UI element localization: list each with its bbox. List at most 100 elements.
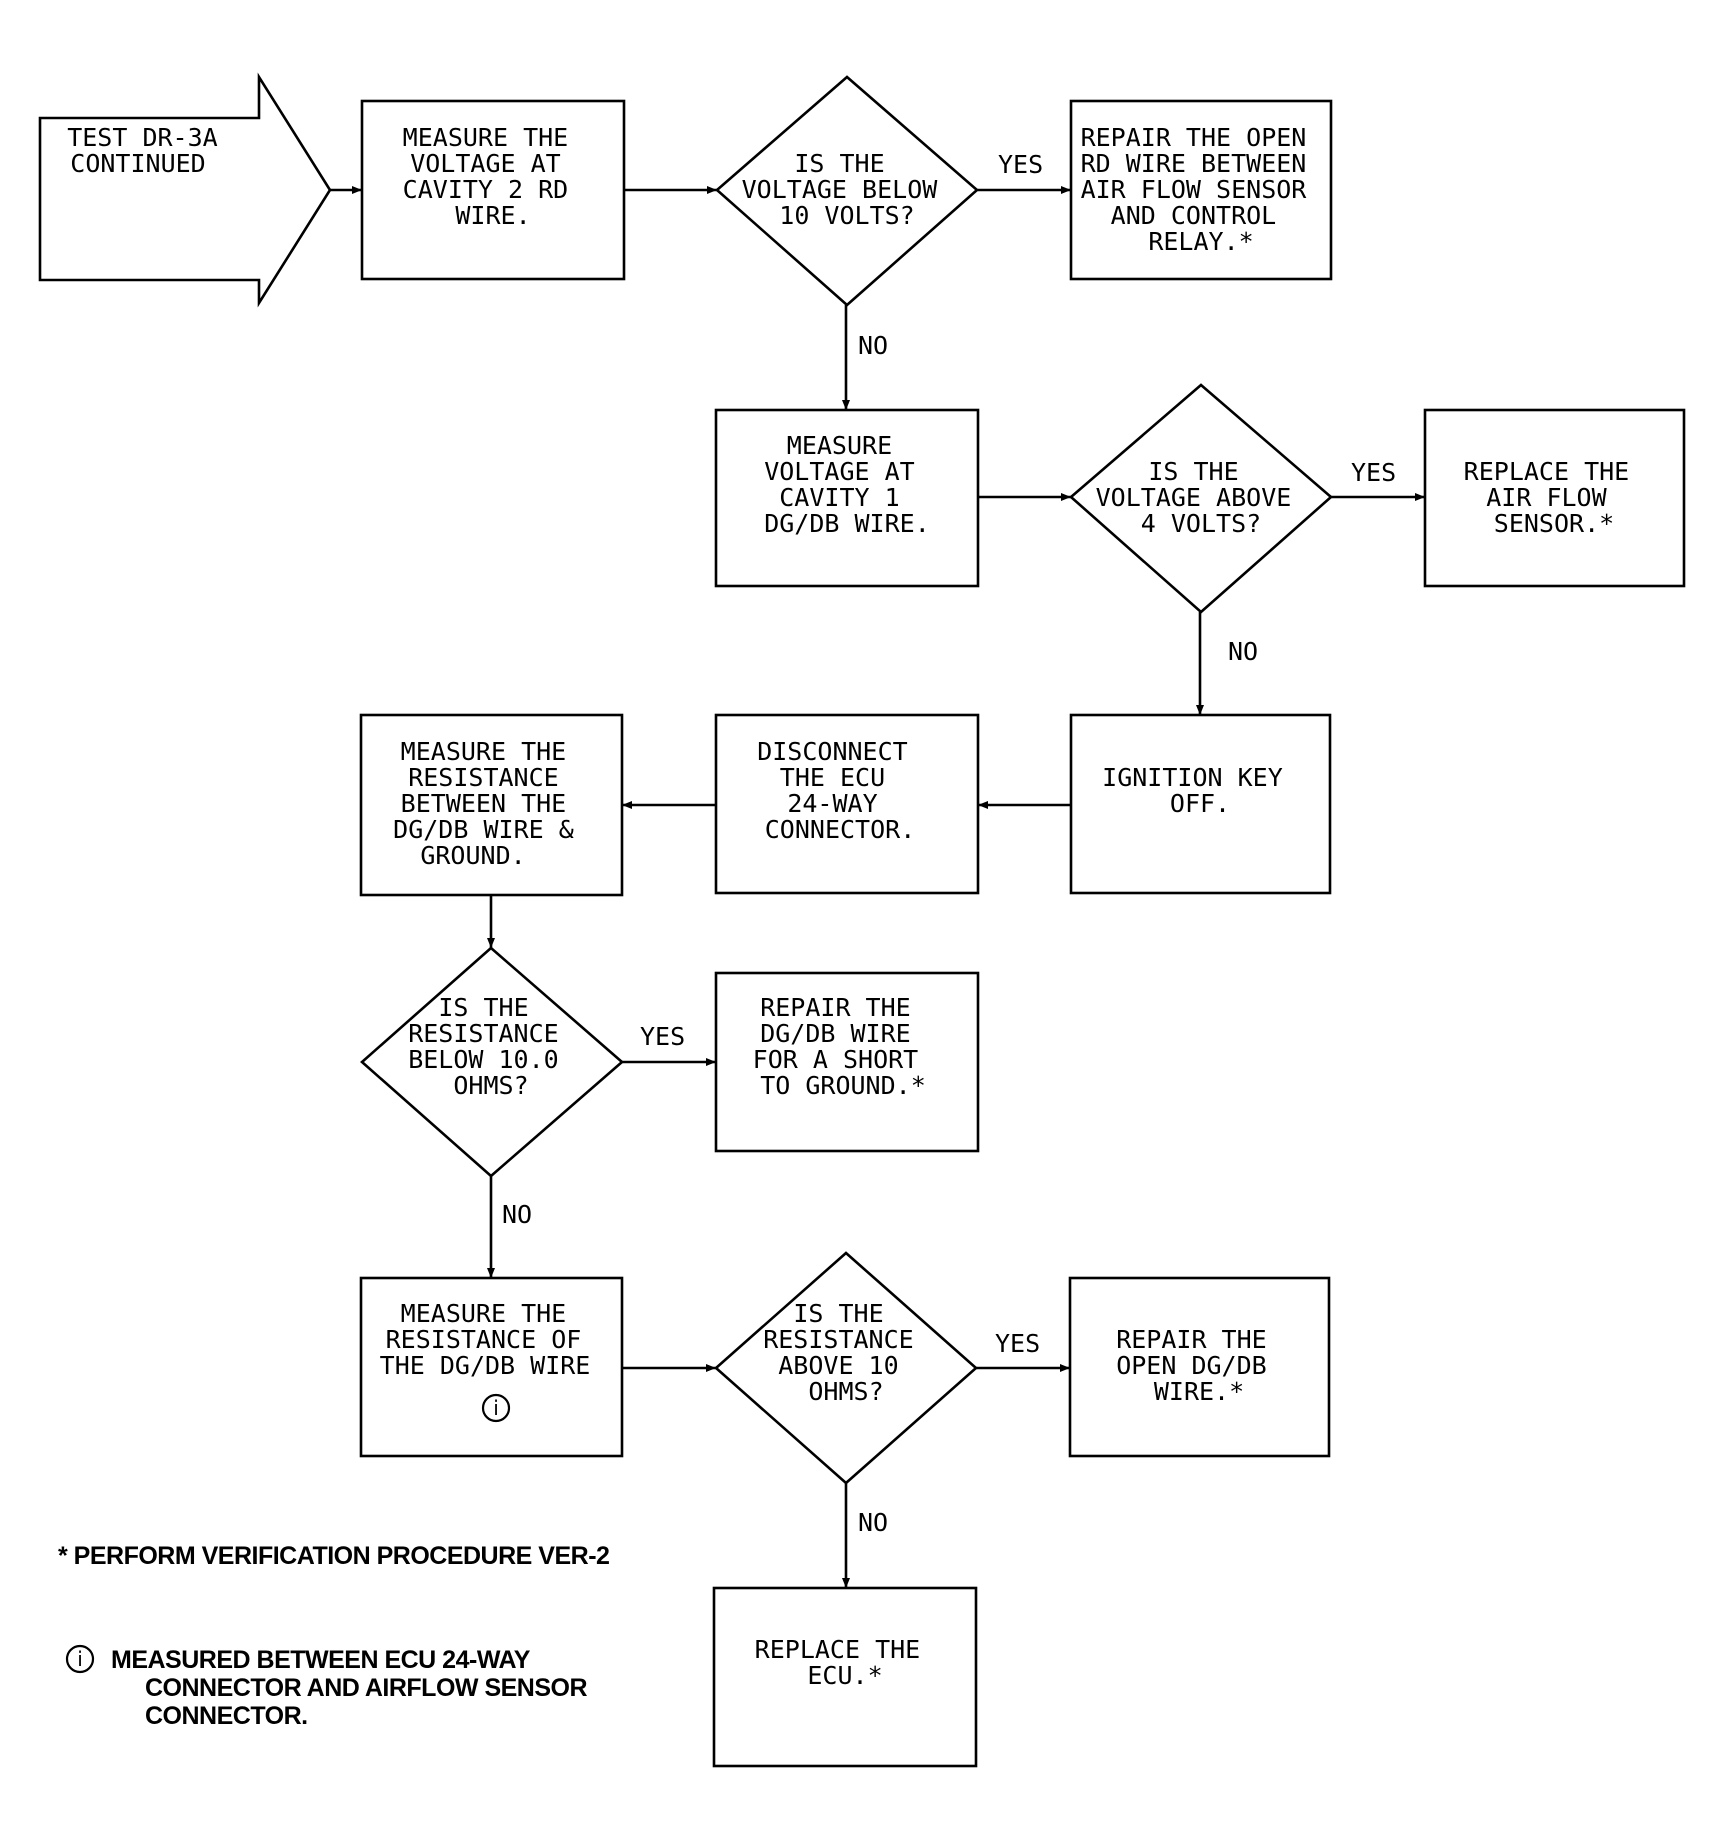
process-box-label: REPAIR THE DG/DB WIRE FOR A SHORT TO GRO… (753, 993, 934, 1100)
process-box-shape (1069, 713, 1332, 895)
node-line: RESISTANCE OF (386, 1325, 582, 1354)
node-line: RESISTANCE (408, 1019, 559, 1048)
node-line: MEASURE THE (401, 1299, 567, 1328)
node-line: REPAIR THE (1116, 1325, 1267, 1354)
footnote-marker-icon: i (481, 1393, 511, 1423)
process-box-shape (1423, 408, 1686, 588)
q-above-10ohm-diamond: IS THE RESISTANCE ABOVE 10 OHMS? (714, 1251, 978, 1485)
process-box-shape (359, 1276, 624, 1458)
measure-res-wire-box: MEASURE THE RESISTANCE OF THE DG/DB WIRE… (359, 1276, 624, 1458)
node-line: REPAIR THE (760, 993, 911, 1022)
measure-res-ground-box: MEASURE THE RESISTANCE BETWEEN THE DG/DB… (359, 713, 624, 897)
edge-labels: YES NO YES NO YES NO YES NO (502, 150, 1396, 1537)
decision-diamond-shape (714, 1251, 978, 1485)
start-label: TEST DR-3A CONTINUED (67, 123, 233, 178)
node-line: VOLTAGE ABOVE (1096, 483, 1292, 512)
node-line: IGNITION KEY (1102, 763, 1283, 792)
node-line: DG/DB WIRE (760, 1019, 911, 1048)
marker-circle (65, 1644, 95, 1674)
node-line: OHMS? (453, 1071, 528, 1100)
node-line: IS THE (1148, 457, 1238, 486)
q-below-10v-diamond: IS THE VOLTAGE BELOW 10 VOLTS? (715, 75, 979, 307)
process-box-shape (712, 1586, 978, 1768)
decision-diamond-label: IS THE RESISTANCE BELOW 10.0 OHMS? (408, 993, 574, 1100)
disconnect-ecu-box: DISCONNECT THE ECU 24-WAY CONNECTOR. (714, 713, 980, 895)
decision-diamond-label: IS THE VOLTAGE BELOW 10 VOLTS? (742, 149, 953, 230)
node-line: RESISTANCE (763, 1325, 914, 1354)
edge-label-yes: YES (640, 1022, 685, 1051)
node-line: WIRE. (455, 201, 530, 230)
footnote-line: CONNECTOR. (145, 1702, 308, 1730)
node-line: 10 VOLTS? (779, 201, 914, 230)
node-line: RESISTANCE (408, 763, 559, 792)
node-line: CONNECTOR. (765, 815, 916, 844)
process-box-shape (1068, 1276, 1331, 1458)
notes: * PERFORM VERIFICATION PROCEDURE VER-2 i… (58, 1542, 610, 1730)
process-box-shape (1069, 99, 1333, 281)
marker-letter: i (77, 1647, 83, 1671)
node-line: RD WIRE BETWEEN (1081, 149, 1307, 178)
edge-label-yes: YES (998, 150, 1043, 179)
node-line: IS THE (794, 149, 884, 178)
process-box-label: REPAIR THE OPEN DG/DB WIRE.* (1116, 1325, 1282, 1406)
edge-label-no: NO (502, 1200, 532, 1229)
footnote-marker-icon: i (65, 1644, 95, 1674)
start-arrow-shape (38, 72, 332, 308)
node-line: DISCONNECT (757, 737, 908, 766)
footnote-line: CONNECTOR AND AIRFLOW SENSOR (145, 1674, 587, 1702)
node-line: BELOW 10.0 (408, 1045, 559, 1074)
node-line: MEASURE (787, 431, 892, 460)
node-line: GROUND. (420, 841, 525, 870)
process-box-shape (714, 713, 980, 895)
node-line: AIR FLOW (1486, 483, 1607, 512)
measure-cavity2-box: MEASURE THE VOLTAGE AT CAVITY 2 RD WIRE. (360, 99, 626, 281)
measure-cavity1-box: MEASURE VOLTAGE AT CAVITY 1 DG/DB WIRE. (714, 408, 980, 588)
node-line: OPEN DG/DB (1116, 1351, 1267, 1380)
process-box-label: REPLACE THE AIR FLOW SENSOR.* (1464, 457, 1645, 538)
edge-label-no: NO (1228, 637, 1258, 666)
process-box-shape (359, 713, 624, 897)
node-line: SENSOR.* (1494, 509, 1614, 538)
q-below-10ohm-diamond: IS THE RESISTANCE BELOW 10.0 OHMS? (360, 946, 624, 1178)
decision-diamond-shape (360, 946, 624, 1178)
q-above-4v-diamond: IS THE VOLTAGE ABOVE 4 VOLTS? (1069, 383, 1333, 614)
footnote-line: MEASURED BETWEEN ECU 24-WAY (111, 1646, 531, 1674)
node-line: IS THE (438, 993, 528, 1022)
node-line: FOR A SHORT (753, 1045, 919, 1074)
connectors (330, 186, 1425, 1588)
process-box-label: MEASURE VOLTAGE AT CAVITY 1 DG/DB WIRE. (764, 431, 930, 538)
edge-label-yes: YES (995, 1329, 1040, 1358)
node-line: WIRE.* (1154, 1377, 1244, 1406)
node-line: IS THE (793, 1299, 883, 1328)
process-box-label: MEASURE THE VOLTAGE AT CAVITY 2 RD WIRE. (403, 123, 584, 230)
node-line: MEASURE THE (401, 737, 567, 766)
footnote-text: MEASURED BETWEEN ECU 24-WAY CONNECTOR AN… (111, 1646, 593, 1730)
process-box-label: DISCONNECT THE ECU 24-WAY CONNECTOR. (757, 737, 923, 844)
node-line: RELAY.* (1148, 227, 1253, 256)
decision-diamond-label: IS THE RESISTANCE ABOVE 10 OHMS? (763, 1299, 929, 1406)
replace-airflow-box: REPLACE THE AIR FLOW SENSOR.* (1423, 408, 1686, 588)
edge-label-no: NO (858, 1508, 888, 1537)
ignition-off-box: IGNITION KEY OFF. (1069, 713, 1332, 895)
verification-note: * PERFORM VERIFICATION PROCEDURE VER-2 (58, 1542, 609, 1570)
node-line: ECU.* (807, 1661, 882, 1690)
edge-label-no: NO (858, 331, 888, 360)
node-line: 24-WAY (787, 789, 877, 818)
decision-diamond-label: IS THE VOLTAGE ABOVE 4 VOLTS? (1096, 457, 1307, 538)
node-line: CAVITY 1 (779, 483, 899, 512)
node-line: MEASURE THE (403, 123, 569, 152)
process-box-label: REPLACE THE ECU.* (755, 1635, 936, 1690)
node-line: ABOVE 10 (778, 1351, 898, 1380)
node-line: VOLTAGE BELOW (742, 175, 939, 204)
node-line: DG/DB WIRE. (764, 509, 930, 538)
node-line: AND CONTROL (1111, 201, 1277, 230)
repair-short-box: REPAIR THE DG/DB WIRE FOR A SHORT TO GRO… (714, 971, 980, 1153)
node-line: TEST DR-3A (67, 123, 218, 152)
decision-diamond-shape (1069, 383, 1333, 614)
marker-circle (481, 1393, 511, 1423)
edge-label-yes: YES (1351, 458, 1396, 487)
node-line: 4 VOLTS? (1141, 509, 1261, 538)
node-line: AIR FLOW SENSOR (1081, 175, 1308, 204)
process-box-shape (714, 408, 980, 588)
